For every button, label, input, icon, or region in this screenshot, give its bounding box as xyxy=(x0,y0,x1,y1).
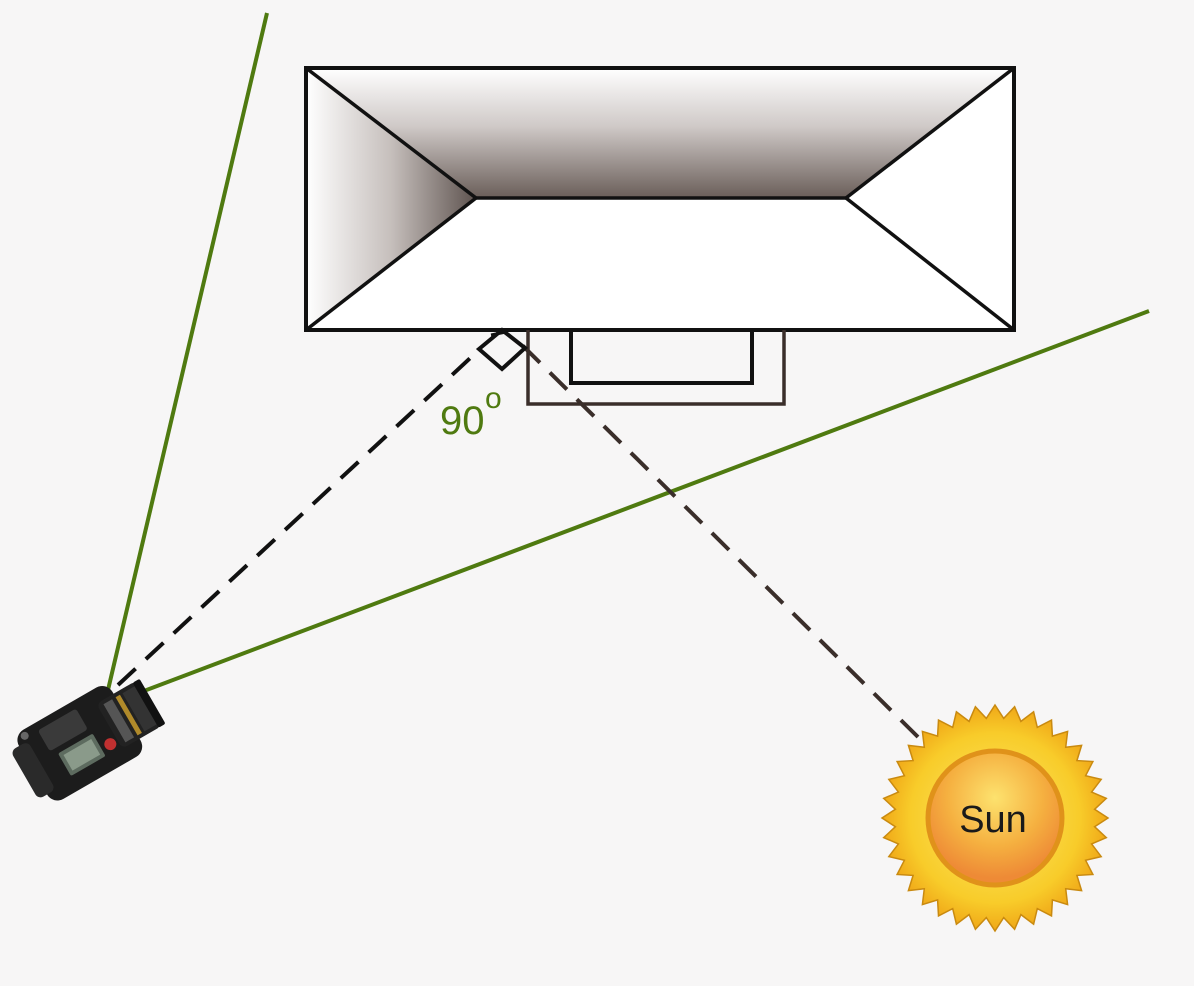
sun-core xyxy=(925,748,1065,888)
roof-hip-line-bottom-left xyxy=(304,196,478,332)
sun-icon: Sun xyxy=(880,703,1110,933)
degree-symbol: o xyxy=(485,382,502,415)
roof-hip-line-top-right xyxy=(844,66,1016,200)
roof-front-slope xyxy=(306,198,1014,330)
camera-to-house-dashed-line xyxy=(116,347,482,687)
roof-hip-line-bottom-right xyxy=(844,196,1016,332)
roof-back-slope xyxy=(306,68,1014,198)
right-angle-icon xyxy=(475,327,529,372)
porch-inner-step xyxy=(569,330,754,385)
field-of-view-line-upper xyxy=(106,12,269,691)
house-roof xyxy=(304,66,1016,332)
camera-icon xyxy=(12,679,165,801)
angle-value-label: 90 xyxy=(440,399,485,443)
porch-outer-outline xyxy=(526,330,786,406)
roof-right-hip xyxy=(846,68,1014,330)
field-of-view-line-lower xyxy=(119,309,1150,702)
roof-outline xyxy=(304,66,1016,332)
porch xyxy=(526,330,786,406)
sun-to-house-dashed-line xyxy=(520,343,920,739)
roof-hip-line-top-left xyxy=(304,66,478,200)
roof-left-hip xyxy=(306,68,476,330)
sun-label: Sun xyxy=(959,799,1027,841)
